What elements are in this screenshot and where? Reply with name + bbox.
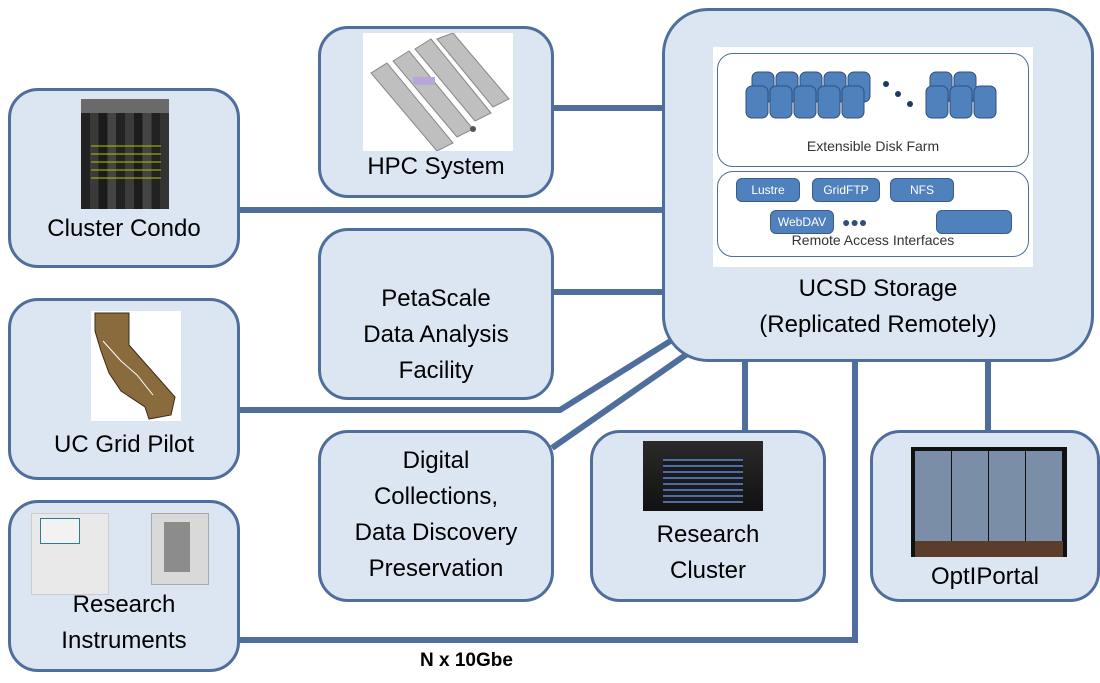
disk-icons [745, 71, 997, 119]
hpc-system-node[interactable]: HPC System [318, 26, 554, 198]
ucsd-storage-title-line-1: UCSD Storage [798, 275, 958, 302]
remote-access-label: Remote Access Interfaces [791, 232, 955, 248]
uc-grid-pilot-node[interactable]: UC Grid Pilot [8, 298, 240, 480]
lustre-chip: Lustre [736, 178, 800, 202]
cluster-condo-label: Cluster Condo [47, 215, 201, 242]
uc-grid-pilot-label: UC Grid Pilot [53, 431, 195, 458]
digital-line-3: Data Discovery [354, 519, 518, 546]
research-instruments-line-1: Research [72, 591, 176, 618]
petascale-line-3: Facility [398, 357, 474, 384]
link-uc-grid-1 [238, 332, 682, 413]
instrument-photo-2 [151, 513, 209, 585]
digital-line-4: Preservation [368, 555, 504, 582]
optiportal-label: OptIPortal [930, 563, 1040, 590]
ucsd-storage-node[interactable]: Extensible Disk Farm Lustre GridFTP NFS … [662, 8, 1094, 362]
research-instruments-line-2: Instruments [61, 627, 187, 654]
ucsd-storage-title-line-2: (Replicated Remotely) [759, 311, 997, 338]
network-label: N x 10Gbe [420, 650, 513, 671]
hpc-system-label: HPC System [367, 153, 505, 180]
nfs-chip: NFS [890, 178, 954, 202]
cluster-condo-node[interactable]: Cluster Condo [8, 88, 240, 268]
disk-farm-label: Extensible Disk Farm [806, 138, 940, 154]
disk-farm-panel: Extensible Disk Farm [717, 53, 1029, 167]
digital-collections-node[interactable]: Digital Collections, Data Discovery Pres… [318, 430, 554, 602]
link-research-instruments [238, 362, 858, 643]
hpc-photo [363, 33, 513, 151]
server-rack-photo [81, 99, 169, 209]
optiportal-photo [911, 447, 1067, 557]
research-cluster-node[interactable]: Research Cluster [590, 430, 826, 602]
petascale-node[interactable]: PetaScale Data Analysis Facility [318, 228, 554, 400]
webdav-chip: WebDAV [770, 210, 834, 234]
research-cluster-photo [643, 441, 763, 511]
instrument-photo-1 [31, 513, 109, 595]
research-cluster-line-1: Research [656, 521, 760, 548]
gridftp-chip: GridFTP [812, 178, 880, 202]
more-interfaces-dots: ●●● [842, 214, 868, 230]
optiportal-node[interactable]: OptIPortal [870, 430, 1100, 602]
link-digital [550, 342, 702, 451]
digital-line-2: Collections, [373, 483, 499, 510]
blank-interface-chip [936, 210, 1012, 234]
remote-access-panel: Lustre GridFTP NFS WebDAV ●●● Remote Acc… [717, 171, 1029, 257]
california-map [91, 311, 181, 421]
petascale-line-1: PetaScale [381, 285, 491, 312]
storage-diagram: Extensible Disk Farm Lustre GridFTP NFS … [713, 47, 1033, 267]
research-cluster-line-2: Cluster [669, 557, 747, 584]
digital-line-1: Digital [402, 447, 470, 474]
research-instruments-node[interactable]: Research Instruments [8, 500, 240, 672]
petascale-line-2: Data Analysis [363, 321, 509, 348]
